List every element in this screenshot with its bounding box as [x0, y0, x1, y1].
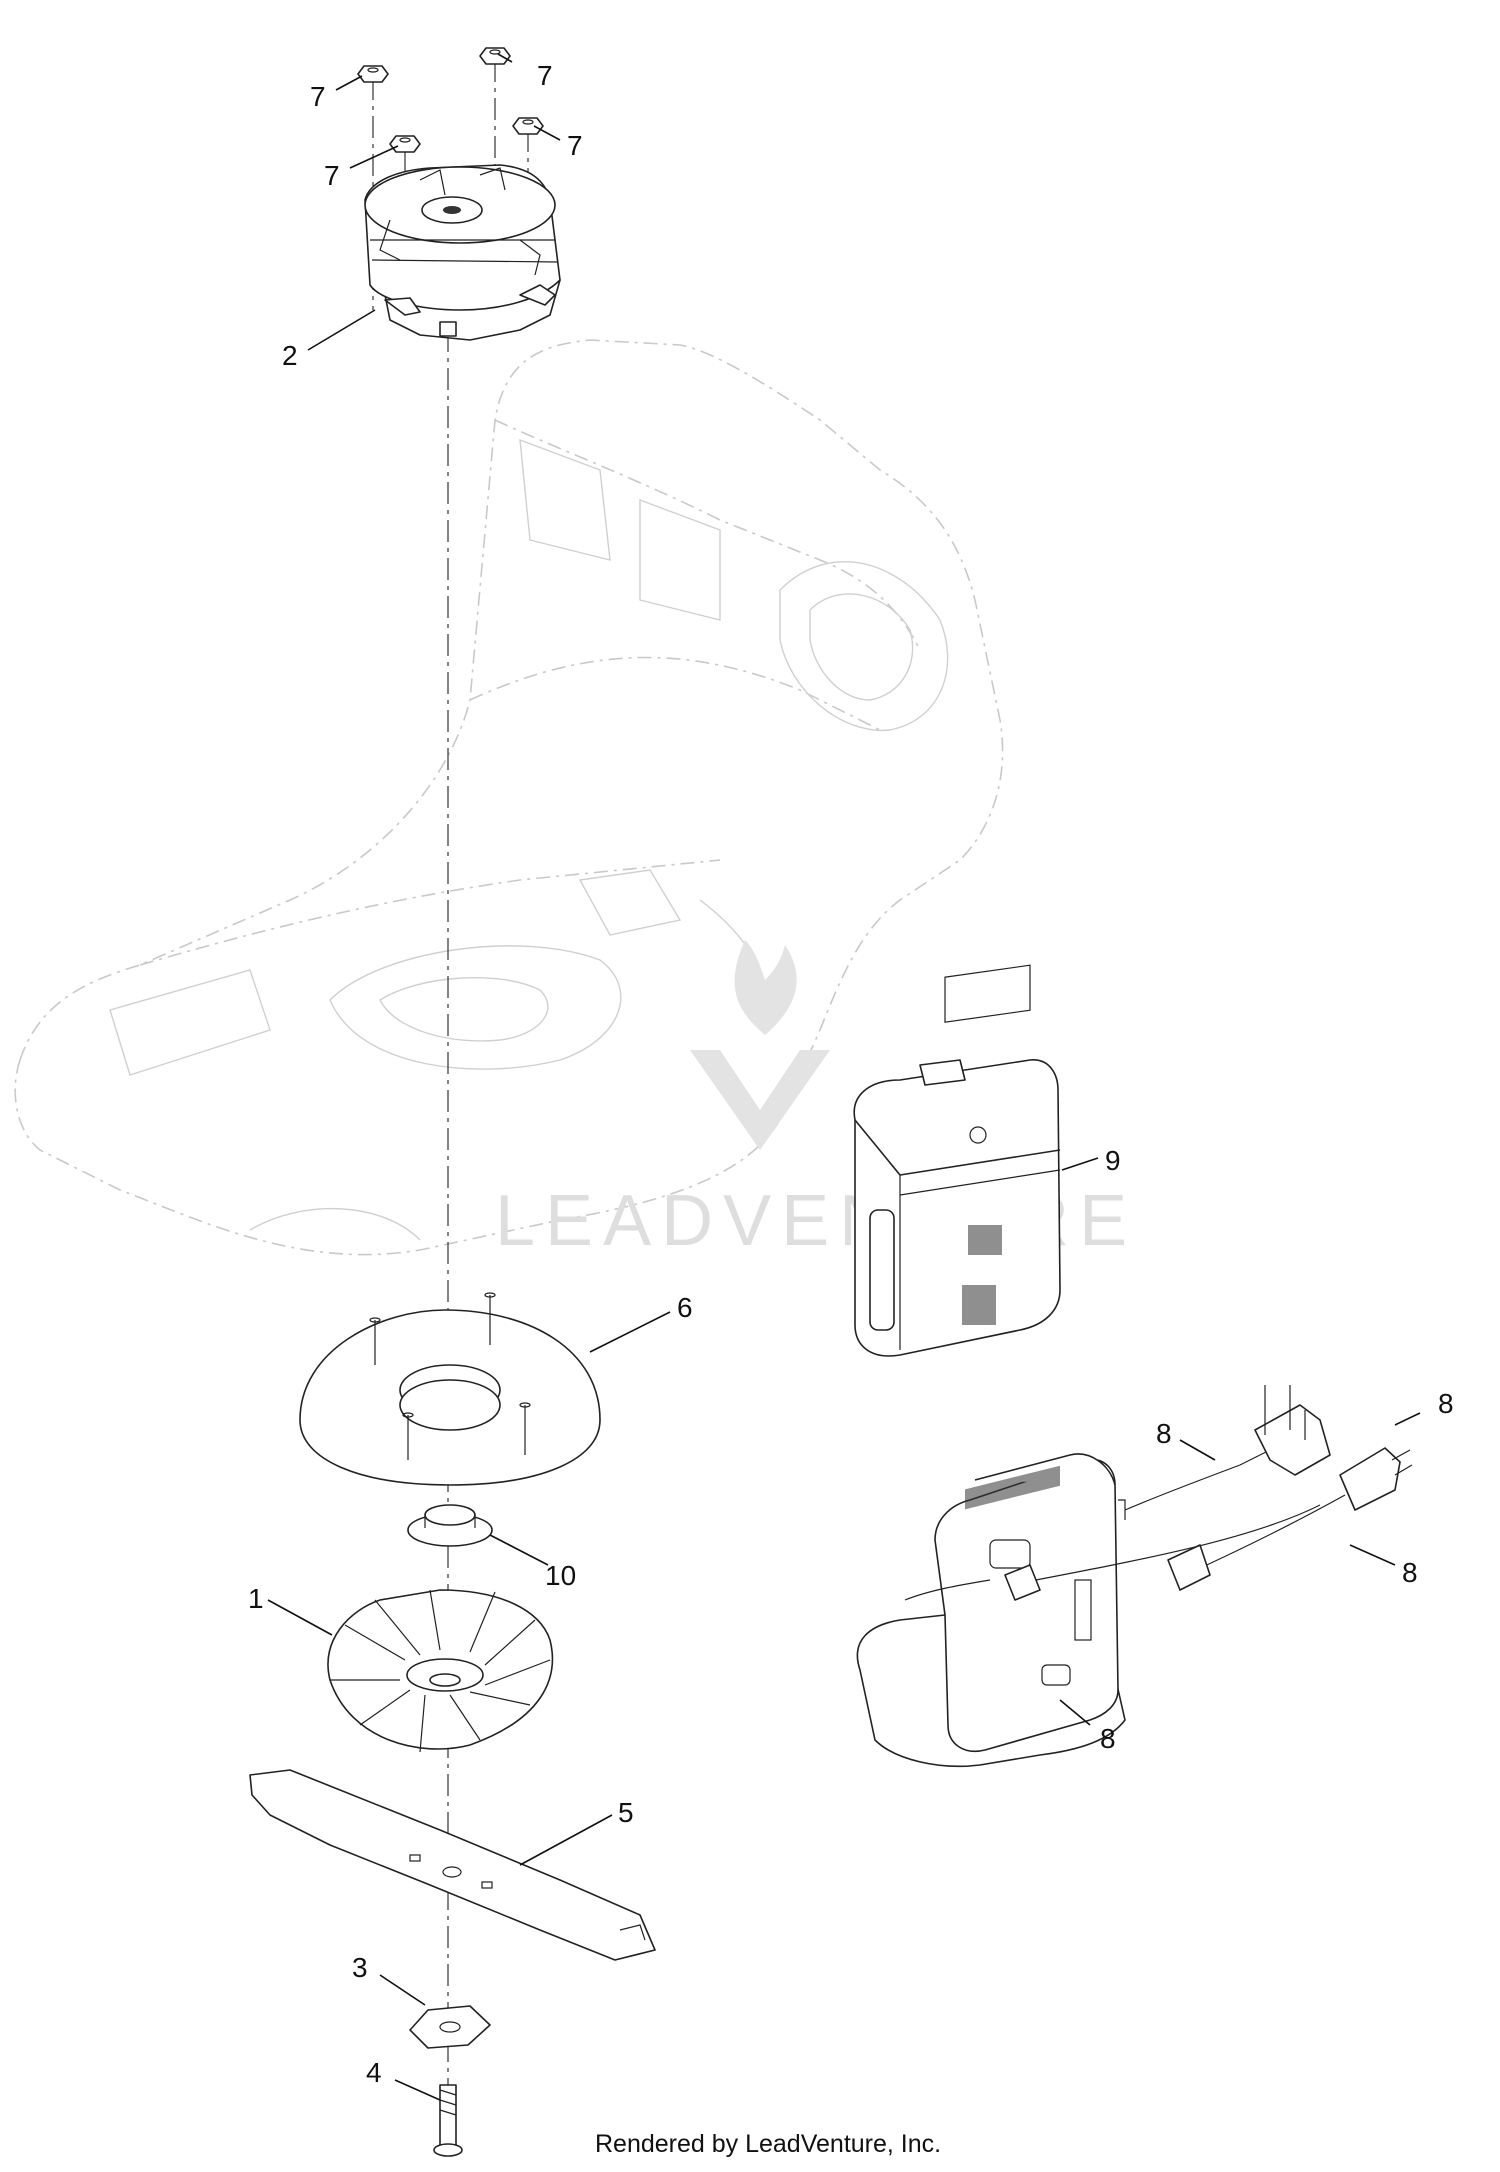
- callout-8a: 8: [1156, 1418, 1172, 1449]
- callout-7b: 7: [537, 60, 553, 91]
- callout-7c: 7: [324, 160, 340, 191]
- charger-part-8: [856, 1453, 1126, 1768]
- callout-8c: 8: [1402, 1557, 1418, 1588]
- callout-6: 6: [677, 1292, 693, 1323]
- battery-vents: [962, 1225, 1002, 1325]
- callout-7d: 7: [567, 130, 583, 161]
- disc-part-6: [299, 1292, 601, 1486]
- power-cord-eu: [1167, 1447, 1413, 1591]
- battery-part-9: [853, 964, 1061, 1357]
- callout-1: 1: [248, 1583, 264, 1614]
- callout-2: 2: [282, 340, 298, 371]
- hub-part-10: [407, 1504, 493, 1547]
- callout-10: 10: [545, 1560, 576, 1591]
- callout-4: 4: [366, 2057, 382, 2088]
- fan-part-1: [327, 1589, 554, 1753]
- nut-7-a: [357, 65, 389, 83]
- motor-part-2: [364, 164, 561, 341]
- nut-7-d: [512, 117, 544, 135]
- nut-7-b: [479, 47, 511, 65]
- callout-5: 5: [618, 1797, 634, 1828]
- nut-7-c: [389, 135, 421, 153]
- power-cord-uk: [1124, 1385, 1331, 1511]
- bolt-part-4: [433, 2084, 463, 2157]
- callout-7a: 7: [310, 81, 326, 112]
- callout-9: 9: [1105, 1145, 1121, 1176]
- callout-3: 3: [352, 1952, 368, 1983]
- footer-credit: Rendered by LeadVenture, Inc.: [595, 2130, 941, 2158]
- callout-8b: 8: [1438, 1388, 1454, 1419]
- callout-labels: 7 7 7 7 2 6 9 8 8 8 8 10 1 5 3 4: [248, 60, 1454, 2088]
- leader-lines: [267, 53, 1421, 2101]
- blade-part-5: [249, 1769, 656, 1961]
- washer-part-3: [409, 2005, 491, 2049]
- power-cord-au: [904, 1504, 1321, 1601]
- callout-8d: 8: [1100, 1723, 1116, 1754]
